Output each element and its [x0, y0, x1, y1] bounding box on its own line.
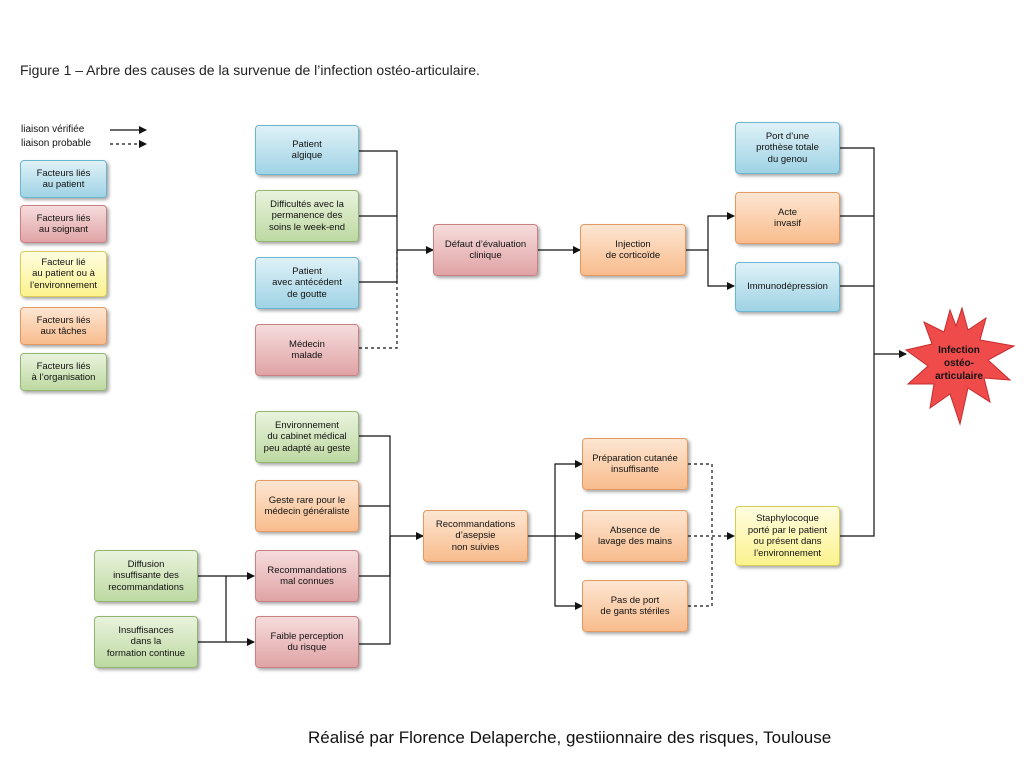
node-geste-rare: Geste rare pour le médecin généraliste	[255, 480, 359, 532]
legend-taches-box: Facteurs liés aux tâches	[20, 307, 107, 345]
legend-soignant-box: Facteurs liés au soignant	[20, 205, 107, 243]
node-acte-invasif: Acte invasif	[735, 192, 840, 244]
node-absence-lavage-mains: Absence de lavage des mains	[582, 510, 688, 562]
node-preparation-cutanee: Préparation cutanée insuffisante	[582, 438, 688, 490]
node-patient-algique: Patient algique	[255, 125, 359, 175]
node-pas-gants: Pas de port de gants stériles	[582, 580, 688, 632]
node-staphylocoque: Staphylocoque porté par le patient ou pr…	[735, 506, 840, 566]
legend-organisation-box: Facteurs liés à l’organisation	[20, 353, 107, 391]
node-diffusion-insuffisante: Diffusion insuffisante des recommandatio…	[94, 550, 198, 602]
node-difficultes-permanence: Difficultés avec la permanence des soins…	[255, 190, 359, 242]
node-medecin-malade: Médecin malade	[255, 324, 359, 376]
credit-line: Réalisé par Florence Delaperche, gestiio…	[308, 728, 832, 747]
legend-patient-box: Facteurs liés au patient	[20, 160, 107, 198]
node-insuffisances-formation: Insuffisances dans la formation continue	[94, 616, 198, 668]
node-immunodepression: Immunodépression	[735, 262, 840, 312]
node-reco-asepsie: Recommandations d’asepsie non suivies	[423, 510, 528, 562]
node-injection-corticoide: Injection de corticoïde	[580, 224, 686, 276]
node-prothese-genou: Port d’une prothèse totale du genou	[735, 122, 840, 174]
infection-star-shape	[904, 306, 1016, 426]
figure-title: Figure 1 – Arbre des causes de la surven…	[20, 62, 480, 78]
node-faible-perception: Faible perception du risque	[255, 616, 359, 668]
node-defaut-evaluation: Défaut d’évaluation clinique	[433, 224, 538, 276]
node-reco-mal-connues: Recommandations mal connues	[255, 550, 359, 602]
node-infection-osteo-articulaire: Infection ostéo- articulaire	[935, 345, 983, 382]
legend-environnement-box: Facteur lié au patient ou à l’environnem…	[20, 251, 107, 297]
node-environnement-cabinet: Environnement du cabinet médical peu ada…	[255, 411, 359, 463]
node-antecedent-goutte: Patient avec antécédent de goutte	[255, 257, 359, 309]
legend-verified-label: liaison vérifiée	[21, 124, 85, 135]
legend-probable-label: liaison probable	[21, 138, 92, 149]
